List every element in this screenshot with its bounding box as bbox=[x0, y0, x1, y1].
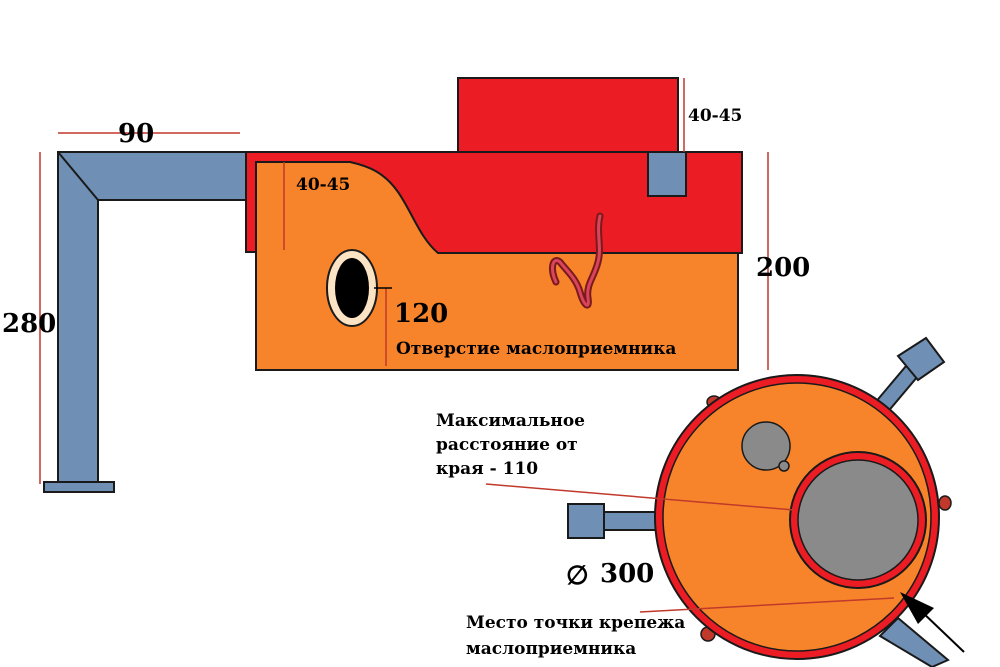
stand-pipe bbox=[57, 151, 249, 485]
leader-mount-point bbox=[639, 597, 895, 613]
label-mount-point-line1: Место точки крепежа bbox=[466, 613, 685, 633]
small-port-top-view bbox=[741, 421, 791, 471]
oil-intake-hole bbox=[335, 258, 369, 318]
label-mount-point-line2: маслоприемника bbox=[466, 639, 636, 659]
stand-pipe-corner-line bbox=[57, 151, 99, 201]
intake-tube-sketch-highlight bbox=[551, 214, 602, 307]
lid-port bbox=[647, 151, 687, 197]
label-max-distance-line1: Максимальное bbox=[436, 411, 585, 431]
top-leg-left bbox=[567, 503, 659, 539]
stand-base bbox=[43, 481, 115, 493]
container-lid bbox=[245, 151, 743, 254]
leader-max-distance bbox=[485, 483, 795, 511]
label-arm-width: 90 bbox=[118, 119, 154, 149]
label-stand-height: 280 bbox=[2, 309, 56, 339]
diameter-symbol: ∅ bbox=[566, 561, 589, 591]
bolt-right bbox=[938, 495, 952, 511]
label-top-block-height: 40-45 bbox=[688, 106, 742, 126]
top-leg-upper-right bbox=[872, 336, 946, 416]
outlet-top-view bbox=[797, 459, 919, 581]
label-body-height: 200 bbox=[756, 253, 810, 283]
mount-point-arrow bbox=[900, 592, 965, 653]
label-hole-height: 120 bbox=[394, 299, 448, 329]
top-leg-lower-right bbox=[878, 616, 950, 667]
label-max-distance-line2: расстояние от bbox=[436, 435, 578, 455]
label-lid-depth: 40-45 bbox=[296, 175, 350, 195]
label-diameter: 300 bbox=[600, 559, 654, 589]
top-block bbox=[457, 77, 679, 153]
label-oil-intake-hole: Отверстие маслоприемника bbox=[396, 339, 676, 359]
tiny-port-top-view bbox=[778, 460, 790, 472]
label-max-distance-line3: края - 110 bbox=[436, 459, 538, 479]
